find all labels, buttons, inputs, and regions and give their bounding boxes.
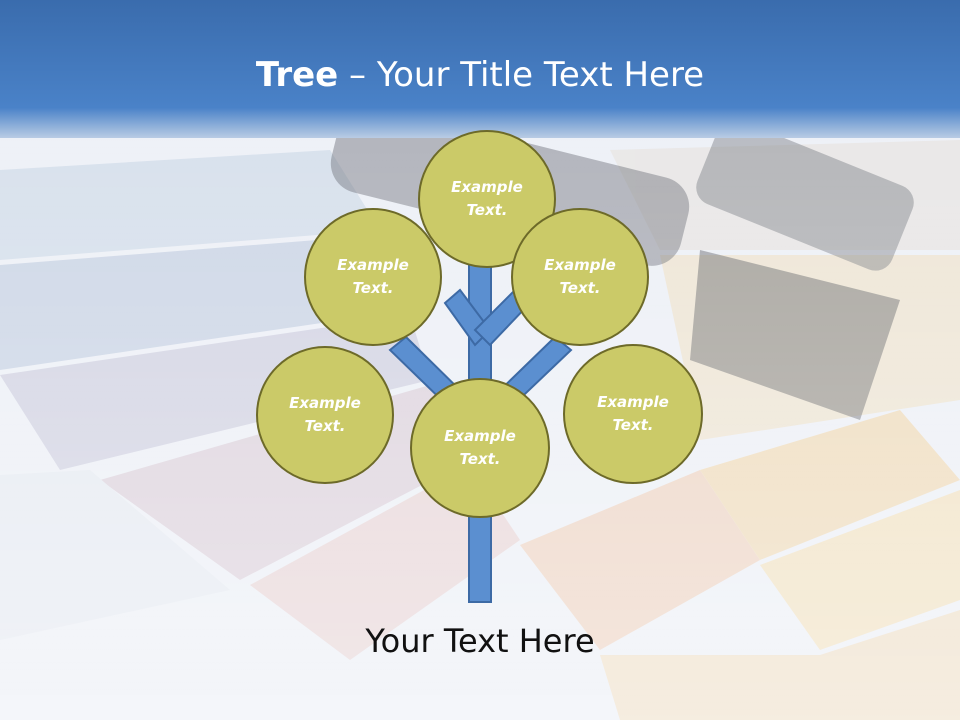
node-label: Example (444, 427, 516, 445)
node-label: Example (337, 256, 409, 274)
node-label: Example (289, 394, 361, 412)
node-label: Text. (459, 450, 501, 468)
title-bold: Tree (255, 55, 339, 95)
caption-text: Your Text Here (365, 622, 595, 660)
slide-title: Tree – Your Title Text Here (0, 52, 960, 98)
node-label: Example (544, 256, 616, 274)
node-label: Example (597, 393, 669, 411)
node-label: Text. (352, 279, 394, 297)
node-label: Text. (466, 201, 508, 219)
node-label: Text. (304, 417, 346, 435)
node-label: Example (451, 178, 523, 196)
node-label: Text. (612, 416, 654, 434)
title-text: – Your Title Text Here (338, 55, 705, 95)
node-label: Text. (559, 279, 601, 297)
